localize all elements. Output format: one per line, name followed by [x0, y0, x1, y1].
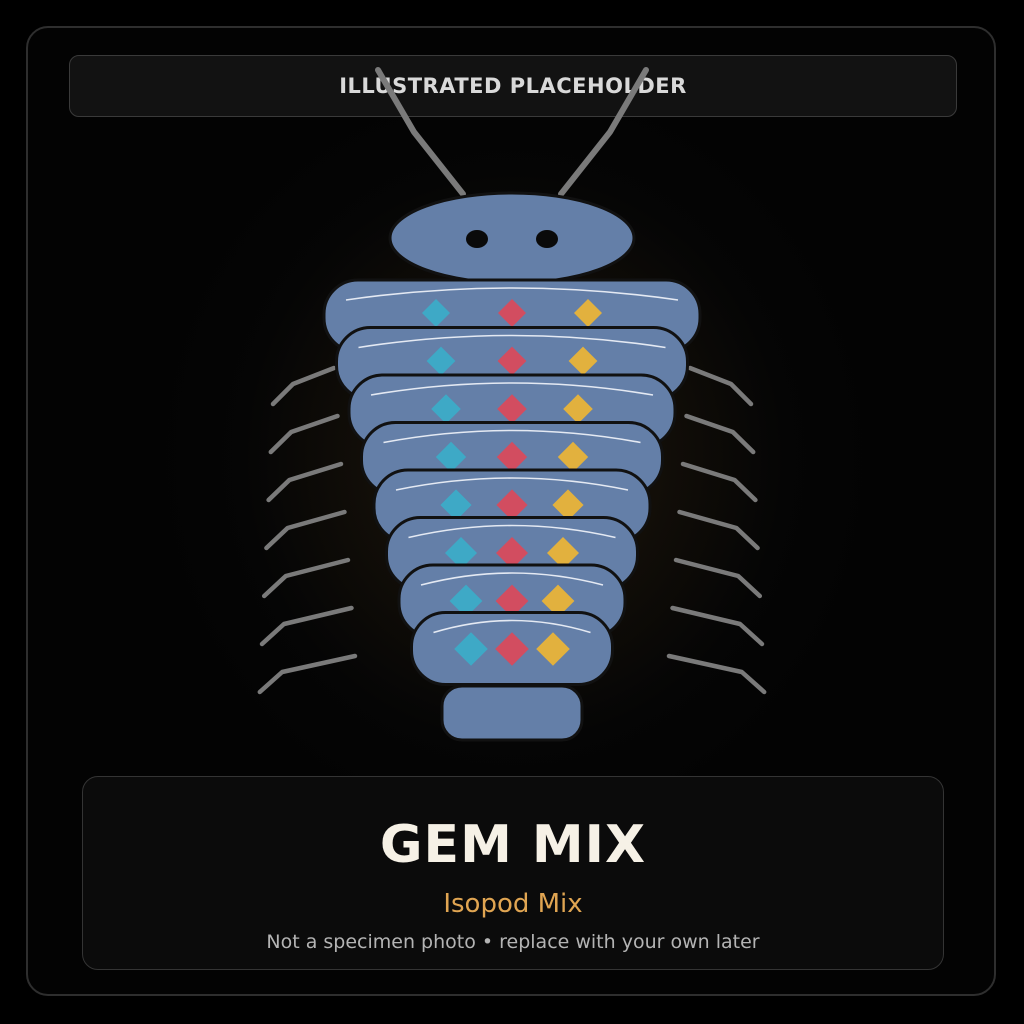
segment-highlight: [358, 334, 666, 349]
leg-right: [670, 605, 765, 647]
segment-highlight: [370, 382, 654, 396]
placeholder-card: ILLUSTRATED PLACEHOLDER GEM MIX Isopod M…: [26, 26, 996, 996]
leg-left: [259, 605, 354, 647]
legs: [257, 365, 767, 695]
gem-cyan: [431, 394, 461, 424]
gem-cyan: [454, 632, 488, 666]
body-segment: [410, 611, 614, 686]
product-subtitle: Isopod Mix: [443, 889, 583, 919]
gem-red: [496, 441, 528, 473]
gem-red: [497, 394, 527, 424]
segment-highlight: [395, 477, 629, 491]
leg-right: [677, 509, 760, 551]
leg-left: [266, 461, 344, 503]
placeholder-note: Not a specimen photo • replace with your…: [266, 931, 760, 953]
caption-panel: GEM MIX Isopod Mix Not a specimen photo …: [82, 776, 944, 970]
leg-right: [673, 557, 763, 599]
gem-gold: [563, 394, 593, 424]
tail-segment: [440, 684, 584, 742]
head-shell: [388, 191, 636, 285]
gem-gold: [557, 441, 589, 473]
leg-left: [264, 509, 347, 551]
body-segments: [322, 278, 702, 686]
product-title: GEM MIX: [379, 815, 647, 875]
gem-gold: [552, 489, 584, 521]
leg-right: [680, 461, 758, 503]
antenna-right: [558, 67, 649, 197]
gem-cyan: [440, 489, 472, 521]
antenna-left: [375, 67, 466, 197]
leg-right: [684, 413, 756, 455]
leg-right: [666, 653, 767, 695]
gem-gold: [541, 584, 575, 618]
leg-right: [687, 365, 754, 407]
segment-highlight: [433, 619, 591, 634]
gem-cyan: [426, 346, 456, 376]
segment-highlight: [408, 524, 616, 539]
antennae: [375, 67, 649, 197]
gem-gold: [568, 346, 598, 376]
placeholder-banner: ILLUSTRATED PLACEHOLDER: [69, 55, 957, 117]
leg-left: [257, 653, 358, 695]
leg-left: [270, 365, 337, 407]
gem-red: [496, 537, 528, 569]
leg-left: [261, 557, 351, 599]
gem-cyan: [422, 299, 450, 327]
gem-cyan: [449, 584, 483, 618]
segment-highlight: [383, 429, 641, 444]
gem-gold: [547, 537, 579, 569]
gem-red: [496, 489, 528, 521]
gem-red: [497, 346, 527, 376]
gem-red: [495, 584, 529, 618]
eye-right: [536, 230, 558, 248]
gem-gold: [574, 299, 602, 327]
segment-highlight: [420, 572, 604, 586]
leg-left: [268, 413, 340, 455]
gem-gold: [536, 632, 570, 666]
gem-red: [495, 632, 529, 666]
isopod-head: [388, 191, 636, 285]
gem-red: [498, 299, 526, 327]
segment-highlight: [345, 287, 679, 301]
tail-plate: [440, 684, 584, 742]
eye-left: [466, 230, 488, 248]
gem-cyan: [435, 441, 467, 473]
gem-cyan: [445, 537, 477, 569]
